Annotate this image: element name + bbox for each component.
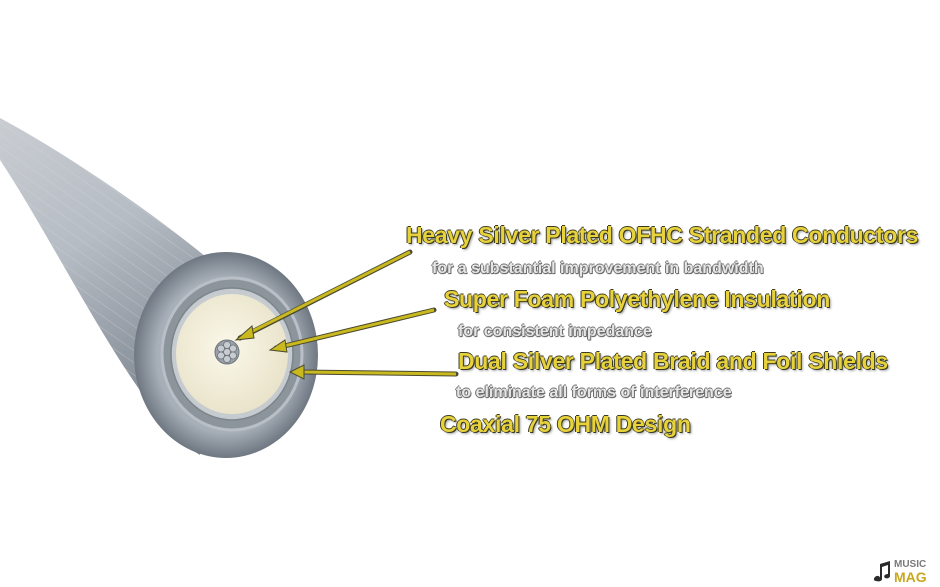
insulation-subtext: for consistent impedance	[458, 323, 652, 340]
shield-subtext: to eliminate all forms of interference	[456, 384, 732, 401]
stranded-conductor	[214, 339, 240, 365]
insulation-arrow	[268, 308, 435, 353]
logo-text-bottom: MAG	[894, 569, 927, 585]
conductor-arrow	[234, 250, 411, 341]
design-heading: Coaxial 75 OHM Design	[440, 411, 691, 437]
music-mag-logo: MUSIC MAG	[872, 559, 936, 585]
insulation-heading: Super Foam Polyethylene Insulation	[444, 286, 830, 312]
conductor-subtext: for a substantial improvement in bandwid…	[432, 260, 764, 277]
shield-heading: Dual Silver Plated Braid and Foil Shield…	[458, 348, 888, 374]
music-note-icon	[873, 561, 890, 582]
shield-arrow	[288, 364, 457, 380]
logo-text-top: MUSIC	[894, 559, 927, 570]
conductor-heading: Heavy Silver Plated OFHC Stranded Conduc…	[406, 222, 919, 248]
